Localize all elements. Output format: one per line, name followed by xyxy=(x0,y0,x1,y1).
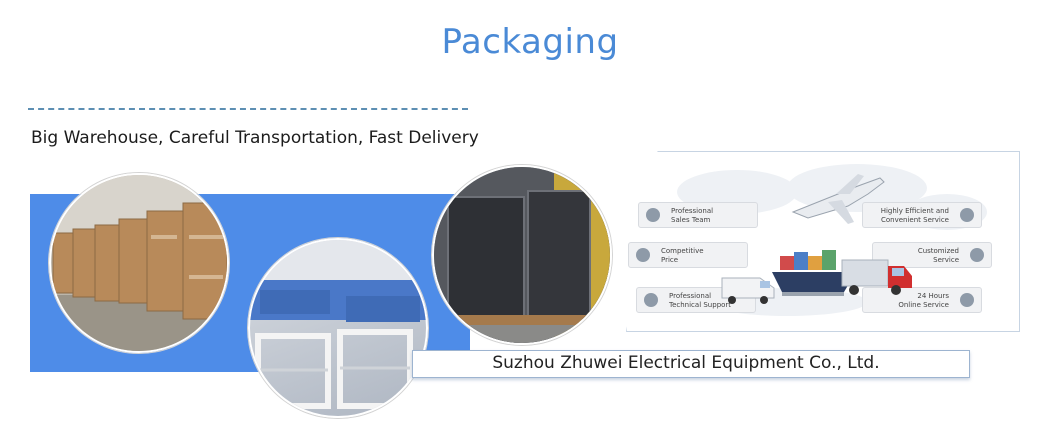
page-title: Packaging xyxy=(441,22,619,62)
service-tile-sales-team: Professional Sales Team xyxy=(638,202,758,228)
company-name: Suzhou Zhuwei Electrical Equipment Co., … xyxy=(492,353,880,373)
company-name-box xyxy=(412,350,970,378)
group-icon xyxy=(960,208,974,222)
cabinet-frames-illustration xyxy=(250,240,426,409)
wrapped-pallets-illustration xyxy=(434,167,610,343)
support-icon xyxy=(644,293,658,307)
airplane-icon xyxy=(791,174,885,224)
service-tile-efficient-service: Highly Efficient and Convenient Service xyxy=(862,202,982,228)
cargo-ship-icon xyxy=(772,250,856,296)
service-tile-online-service: 24 Hours Online Service xyxy=(862,287,982,313)
warehouse-boxes-illustration xyxy=(51,175,227,351)
team-icon xyxy=(646,208,660,222)
dashed-divider xyxy=(28,108,468,110)
coins-icon xyxy=(636,248,650,262)
cabinet-frames-photo xyxy=(248,238,428,418)
truck-icon xyxy=(841,259,912,295)
tools-icon xyxy=(970,248,984,262)
clock-24-icon xyxy=(960,293,974,307)
van-icon xyxy=(721,277,775,304)
service-tile-price: Competitive Price xyxy=(628,242,748,268)
service-tile-customized-service: Customized Service xyxy=(872,242,992,268)
wrapped-pallets-photo xyxy=(432,165,612,345)
subtitle: Big Warehouse, Careful Transportation, F… xyxy=(31,128,479,148)
warehouse-boxes-photo xyxy=(49,173,229,353)
